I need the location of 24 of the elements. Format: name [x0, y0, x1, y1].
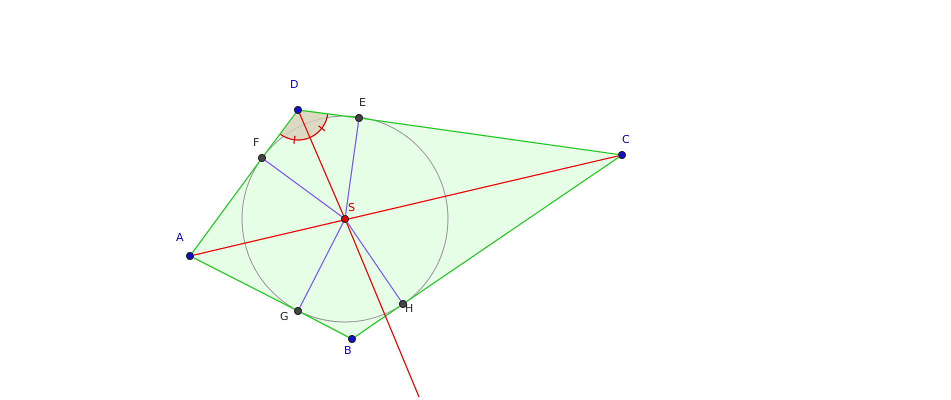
line-segment — [406, 156, 620, 302]
point-label: C — [622, 134, 630, 146]
point-label: H — [405, 303, 414, 315]
line-segment — [354, 306, 400, 338]
point-label: S — [348, 202, 355, 214]
point-label: G — [280, 311, 289, 323]
line-segment — [301, 312, 349, 338]
line-segment — [362, 118, 618, 156]
point-label: B — [344, 345, 352, 357]
line-segment — [346, 222, 420, 398]
point-label: D — [290, 79, 298, 91]
line-segment — [264, 160, 342, 218]
line-segment — [194, 155, 618, 256]
line-segment — [299, 113, 344, 216]
point-label: E — [359, 97, 366, 109]
point-label: A — [176, 232, 184, 244]
line-segment — [346, 222, 402, 302]
line-segment — [344, 122, 360, 216]
line-segment — [302, 110, 356, 118]
line-segment — [192, 160, 260, 254]
line-segment — [193, 257, 295, 310]
line-segment — [299, 222, 344, 308]
line-segment — [264, 112, 296, 156]
point-label: F — [253, 137, 260, 149]
